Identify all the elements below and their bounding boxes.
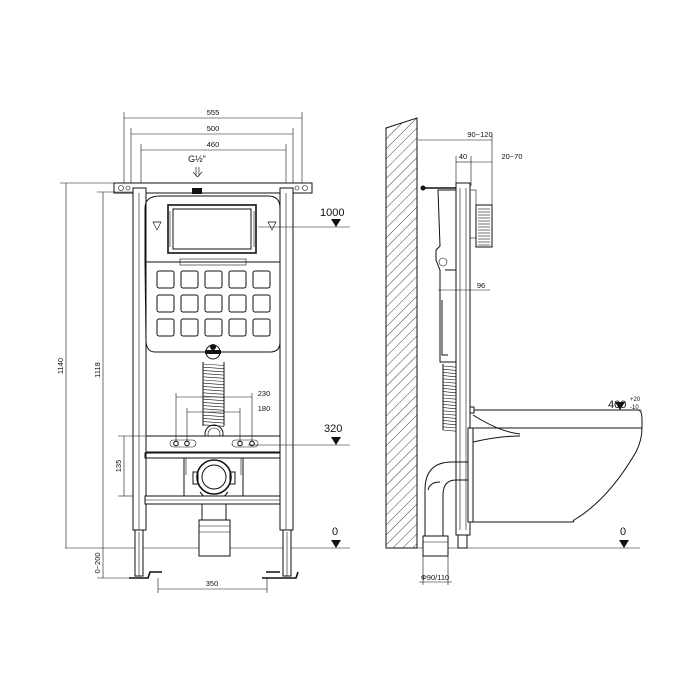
rib-cell [180, 318, 199, 337]
front-view: 555 500 460 G½" [56, 108, 350, 593]
feet-dimension [157, 578, 268, 593]
inlet-arrow [192, 167, 203, 178]
dim-135: 135 [114, 460, 123, 473]
wall-hung-bowl [467, 406, 643, 523]
dim-40: 40 [459, 152, 467, 161]
drain-elbow [192, 459, 236, 499]
flush-button-panel [167, 204, 257, 254]
cistern-body [144, 195, 281, 263]
side-drain-bend [424, 461, 470, 537]
dim-1118: 1118 [93, 362, 102, 378]
side-drain-pipe [422, 535, 449, 557]
rib-cell [228, 318, 247, 337]
right-foot [262, 571, 299, 579]
rib-cell [180, 294, 199, 313]
level-0-side-label: 0 [620, 526, 626, 538]
cistern-rib-grid [156, 258, 271, 337]
level-0-side: 0 [619, 526, 629, 548]
height-dimensions [60, 182, 145, 579]
rib-cell [228, 270, 247, 289]
rib-cell [204, 294, 223, 313]
rib-cell [180, 270, 199, 289]
level-400: 400 +20 -10 [600, 397, 642, 411]
level-400-tol-up: +20 [630, 397, 641, 403]
rib-cell [252, 270, 271, 289]
rib-cell [252, 294, 271, 313]
dim-0-200: 0~200 [93, 552, 102, 573]
drain-bracket [144, 452, 281, 459]
side-flush-plate [475, 204, 493, 248]
dim-180: 180 [258, 404, 271, 413]
dim-555: 555 [207, 108, 220, 117]
drain-pipe [198, 519, 231, 557]
level-1000: 1000 [258, 207, 350, 228]
left-foot [129, 571, 162, 579]
bolt-crossbar [145, 435, 281, 453]
flush-pipe [202, 362, 225, 427]
level-320-label: 320 [324, 423, 342, 435]
right-post [279, 187, 294, 531]
top-crossbar [113, 182, 313, 194]
dim-20-70: 20~70 [501, 152, 522, 161]
rib-cell [228, 294, 247, 313]
width-dimensions [123, 112, 303, 185]
level-320: 320 [248, 423, 350, 446]
side-flush-pipe [442, 364, 457, 432]
rib-cell [156, 294, 175, 313]
dim-500: 500 [207, 124, 220, 133]
side-cistern [435, 189, 457, 363]
dim-90-120: 90~120 [467, 130, 492, 139]
level-400-tol-down: -10 [630, 405, 639, 411]
dim-pipe-diameter: Φ90/110 [421, 573, 449, 582]
rib-cell [156, 318, 175, 337]
rib-cell [204, 318, 223, 337]
level-0-front: 0 [331, 526, 341, 548]
wall-hatched [385, 117, 418, 549]
inlet-valve [192, 188, 202, 194]
side-leg [457, 534, 468, 549]
rib-cell [204, 270, 223, 289]
left-post [132, 187, 147, 531]
side-view: 90~120 40 20~70 96 [385, 117, 643, 585]
dim-96: 96 [477, 281, 485, 290]
rib-cell [156, 270, 175, 289]
side-dimensions [418, 134, 493, 205]
dim-1140: 1140 [56, 358, 65, 374]
rib-cell [252, 318, 271, 337]
dim-230: 230 [258, 389, 271, 398]
level-400-label: 400 [608, 399, 626, 411]
anchor-hole-right [302, 185, 308, 191]
dim-460: 460 [207, 140, 220, 149]
anchor-hole-left [118, 185, 124, 191]
dim-350: 350 [206, 579, 219, 588]
level-0-front-label: 0 [332, 526, 338, 538]
inlet-label: G½" [188, 154, 206, 164]
level-1000-label: 1000 [320, 207, 344, 219]
bolt-dimensions [175, 393, 253, 442]
